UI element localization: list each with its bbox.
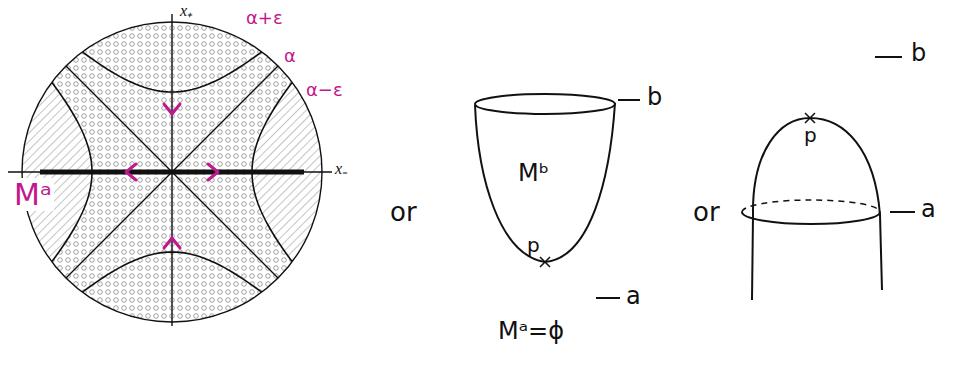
level-tick bbox=[596, 297, 620, 299]
critical-point-mark bbox=[540, 257, 550, 267]
level-label: a bbox=[921, 196, 936, 222]
connective: or bbox=[390, 198, 417, 227]
flow-arrow bbox=[126, 164, 136, 180]
morse-chart bbox=[0, 0, 372, 362]
dome-sketch bbox=[742, 57, 915, 300]
dome-section-back bbox=[742, 200, 880, 212]
connective: or bbox=[693, 198, 720, 227]
critical-point-mark bbox=[805, 113, 815, 123]
level-tick bbox=[875, 56, 902, 58]
level-label: α bbox=[284, 46, 296, 66]
critical-point-label: p bbox=[527, 234, 540, 256]
axis-label: x₋ bbox=[335, 160, 347, 178]
sublevel-label: Mᵃ bbox=[12, 178, 54, 211]
cup-rim bbox=[475, 94, 615, 114]
level-label: α+ε bbox=[246, 8, 283, 28]
dome-section-front bbox=[742, 212, 880, 224]
level-label: b bbox=[911, 40, 926, 66]
level-label: α−ε bbox=[306, 80, 343, 100]
sublevel-label: Mᵃ=ϕ bbox=[498, 318, 564, 344]
axes bbox=[8, 14, 332, 326]
cup-outline bbox=[475, 103, 615, 262]
flow-arrow bbox=[164, 238, 180, 248]
flow-arrow bbox=[164, 104, 180, 114]
asymptote bbox=[0, 0, 344, 344]
sublevel-label: Mᵇ bbox=[518, 160, 549, 186]
level-label: b bbox=[647, 84, 662, 110]
critical-point-label: p bbox=[804, 124, 817, 146]
level-tick bbox=[890, 211, 915, 213]
cup-sketch bbox=[475, 94, 640, 298]
flow-arrow bbox=[208, 164, 218, 180]
chart-area bbox=[0, 0, 372, 362]
sublevel-segment bbox=[40, 170, 304, 175]
axis-label: x₊ bbox=[180, 2, 192, 20]
level-tick bbox=[618, 99, 640, 101]
dome-outline bbox=[752, 118, 882, 300]
level-label: a bbox=[626, 283, 641, 309]
